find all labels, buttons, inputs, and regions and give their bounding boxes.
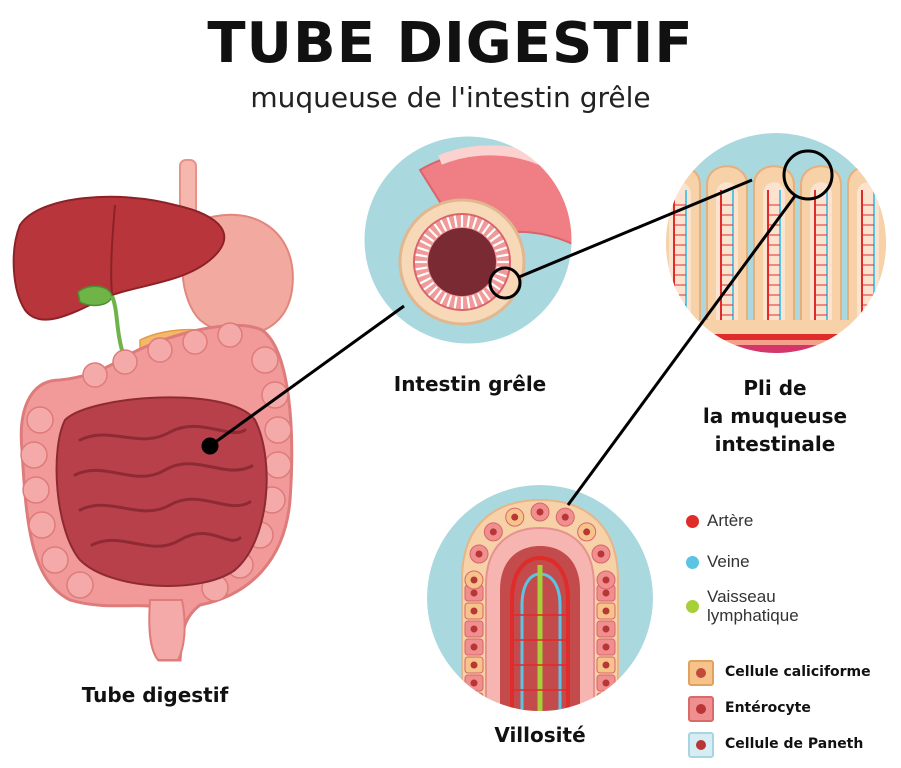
label-villosite: Villosité [494,723,586,747]
small-intestine [55,396,268,588]
artery-color-dot [686,515,699,528]
legend-artery-label: Artère [707,511,754,530]
label-pli-line2: la muqueuse [702,404,848,428]
legend-vein-label: Veine [707,552,750,571]
goblet-cell-swatch [688,660,714,686]
page-title: TUBE DIGESTIF [207,11,694,76]
pointer-lines [201,149,834,506]
label-tube-digestif: Tube digestif [81,683,229,707]
page-subtitle: muqueuse de l'intestin grêle [250,81,651,114]
label-pli-line1: Pli de [743,376,807,400]
vein-color-dot [686,556,699,569]
lymphatic-color-dot [686,600,699,613]
legend-paneth-cell-label: Cellule de Paneth [725,736,864,752]
label-intestin-grele: Intestin grêle [393,372,547,396]
paneth-cell-swatch [688,732,714,758]
intestine-cross-section-circle [364,136,572,344]
enterocyte-swatch [688,696,714,722]
legend-lymphatic-label-1: Vaisseau [707,587,776,606]
legend-enterocyte-label: Entérocyte [725,700,811,716]
digestive-system-illustration [12,159,294,662]
villus-circle [427,485,653,711]
liver [12,195,226,321]
legend-lymphatic-label-2: lymphatique [707,606,799,625]
label-pli-line3: intestinale [714,432,836,456]
legend-goblet-cell-label: Cellule caliciforme [725,664,871,680]
